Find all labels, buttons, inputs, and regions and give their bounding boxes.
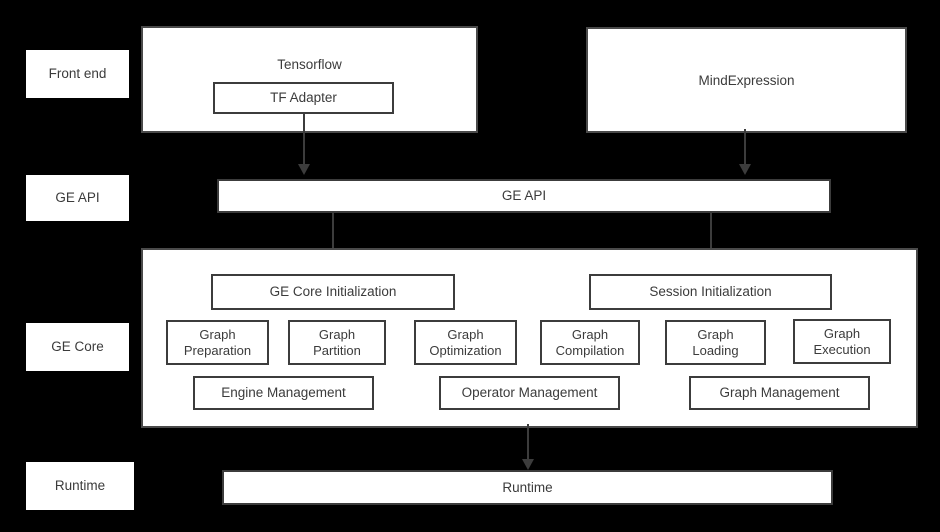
graph-preparation-box[interactable]: Graph Preparation [166,320,269,365]
graph-partition-label: Graph Partition [313,327,361,358]
layer-label-ge-core-text: GE Core [51,339,104,355]
tensorflow-title: Tensorflow [277,57,342,72]
graph-preparation-label: Graph Preparation [183,327,252,358]
runtime-bar-label: Runtime [502,479,553,495]
layer-label-ge-api-text: GE API [55,190,100,206]
connector-ge-core-to-runtime-line [527,424,529,462]
connector-tf-adapter-to-ge-api-line [303,114,305,166]
graph-optimization-label: Graph Optimization [429,327,502,358]
connector-ge-api-to-ge-core-init-line [332,213,334,265]
connector-ge-core-to-runtime-arrow [522,459,534,470]
graph-partition-box[interactable]: Graph Partition [288,320,386,365]
connector-tf-adapter-to-ge-api-arrow [298,164,310,175]
layer-label-runtime: Runtime [26,462,134,510]
graph-management-box[interactable]: Graph Management [689,376,870,410]
layer-label-front-end-text: Front end [48,66,107,82]
tf-adapter-label: TF Adapter [270,90,337,106]
layer-label-front-end: Front end [26,50,129,98]
ge-core-initialization-box[interactable]: GE Core Initialization [211,274,455,310]
graph-execution-label: Graph Execution [813,326,871,357]
connector-ge-api-to-session-init-line [710,213,712,265]
mindexpression-title: MindExpression [698,73,795,88]
session-initialization-box[interactable]: Session Initialization [589,274,832,310]
ge-core-initialization-label: GE Core Initialization [269,284,397,300]
operator-management-box[interactable]: Operator Management [439,376,620,410]
connector-mindexpression-to-ge-api-line [744,129,746,166]
ge-api-bar-label: GE API [501,188,547,204]
ge-api-bar[interactable]: GE API [217,179,831,213]
graph-loading-label: Graph Loading [692,327,739,358]
engine-management-box[interactable]: Engine Management [193,376,374,410]
engine-management-label: Engine Management [221,385,346,401]
layer-label-ge-core: GE Core [26,323,129,371]
graph-loading-box[interactable]: Graph Loading [665,320,766,365]
session-initialization-label: Session Initialization [649,284,772,300]
graph-optimization-box[interactable]: Graph Optimization [414,320,517,365]
graph-management-label: Graph Management [719,385,840,401]
mindexpression-group: MindExpression [586,27,907,133]
layer-label-ge-api: GE API [26,175,129,221]
layer-label-runtime-text: Runtime [54,478,106,494]
operator-management-label: Operator Management [461,385,598,401]
tf-adapter-box[interactable]: TF Adapter [213,82,394,114]
graph-compilation-label: Graph Compilation [555,327,625,358]
graph-compilation-box[interactable]: Graph Compilation [540,320,640,365]
tensorflow-group: Tensorflow [141,26,478,133]
graph-execution-box[interactable]: Graph Execution [793,319,891,364]
connector-mindexpression-to-ge-api-arrow [739,164,751,175]
runtime-bar[interactable]: Runtime [222,470,833,505]
